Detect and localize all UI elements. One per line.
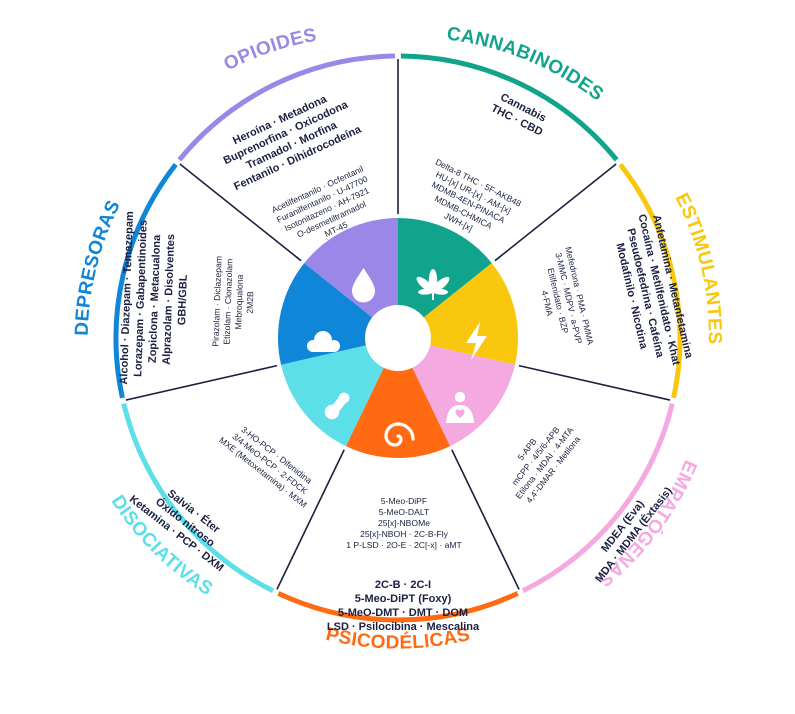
spiral-icon <box>384 422 415 447</box>
wedge-psicodelicas <box>345 338 451 459</box>
category-dividers <box>125 59 671 590</box>
other-substance-line: 1 P-LSD · 2O-E · 2C[-x] · aMT <box>346 540 462 550</box>
other-substance-line: Pirazolam · Diclazepam <box>210 256 223 347</box>
other-substances-disociativas: 3-HO-PCP · Difenidina 3/4-MeO-PCP · 2-FD… <box>217 424 314 509</box>
main-substance-line: Lorazepam · Gabapentinoides <box>132 220 149 377</box>
main-substance-line: 5-Meo-DiPT (Foxy) <box>355 593 452 605</box>
wedge-opioides <box>304 218 398 338</box>
drop-icon <box>352 268 375 303</box>
main-substances-psicodelicas: 2C-B · 2C-I 5-Meo-DiPT (Foxy) 5-MeO-DMT … <box>327 579 480 633</box>
person-heart-icon <box>446 391 474 423</box>
category-divider <box>494 163 617 262</box>
other-substances-empatogenas: 5-APB mCPP · 4/5/6-APB Etilona · MDAI · … <box>510 425 583 505</box>
molecule-icon <box>324 392 350 420</box>
main-substances-depresoras: Alcohol · Diazepam · Temazepam Lorazepam… <box>118 211 190 385</box>
wedge-disociativas <box>281 338 398 447</box>
cloud-icon <box>307 331 340 352</box>
category-divider <box>518 364 671 401</box>
other-substance-line: 5-MeO-DALT <box>379 507 430 517</box>
cannabis-leaf-icon <box>416 269 450 300</box>
other-substance-line: Mebroqualona <box>233 274 245 329</box>
other-substances-depresoras: Pirazolam · Diclazepam Etizolam · Clonaz… <box>210 256 256 347</box>
other-substance-line: 2M2B <box>245 291 256 314</box>
main-substance-line: GBH/GBL <box>176 274 190 325</box>
category-divider <box>451 449 520 590</box>
ring-arc-empatogenas <box>521 403 675 594</box>
ring-arc-psicodelicas <box>277 591 519 623</box>
other-substance-line: 3/4-MeO-PCP · 2-FDCK <box>230 431 309 496</box>
other-substance-line: 25[x]-NBOMe <box>378 518 430 528</box>
other-substance-line: 5-Meo-DiPF <box>381 496 427 506</box>
wedge-empatogenas <box>398 338 515 447</box>
other-substance-line: Etizolam · Clonazolam <box>222 259 235 345</box>
ring-arc-cannabinoides <box>400 53 619 162</box>
ring-arc-depresoras <box>113 162 178 399</box>
main-substance-line: MDA · MDMA (Éxtasis) <box>592 484 675 585</box>
other-substance-line: 25[x]-NBOH · 2C-B-Fly <box>360 529 449 539</box>
main-substance-line: 5-MeO-DMT · DMT · DOM <box>338 607 468 619</box>
main-substance-line: 2C-B · 2C-I <box>375 579 431 591</box>
main-substances-estimulantes: Anfetamina · Metanfetamina Cocaína · Met… <box>613 213 694 367</box>
main-substance-line: Alprazolam · Disolventes <box>161 234 178 365</box>
category-divider <box>179 163 302 262</box>
other-substances-psicodelicas: 5-Meo-DiPF 5-MeO-DALT 25[x]-NBOMe 25[x]-… <box>346 496 462 550</box>
ring-arc-disociativas <box>121 403 275 594</box>
wheel-center-hole <box>365 305 431 371</box>
category-divider <box>276 449 345 590</box>
outer-category-ring <box>113 53 683 623</box>
main-substance-line: Zopiclona · Metacualona <box>147 234 164 364</box>
main-substance-line: LSD · Psilocibina · Mescalina <box>327 621 480 633</box>
other-substances-estimulantes: Mefedrona · PMA · PMMA 3-MMC · MDPV · a-… <box>540 246 596 346</box>
ring-arc-estimulantes <box>618 162 683 399</box>
category-divider <box>125 364 278 401</box>
ring-arc-opioides <box>177 53 396 162</box>
lightning-icon <box>466 322 487 360</box>
category-name-opioides: OPIOIDES <box>221 25 319 76</box>
